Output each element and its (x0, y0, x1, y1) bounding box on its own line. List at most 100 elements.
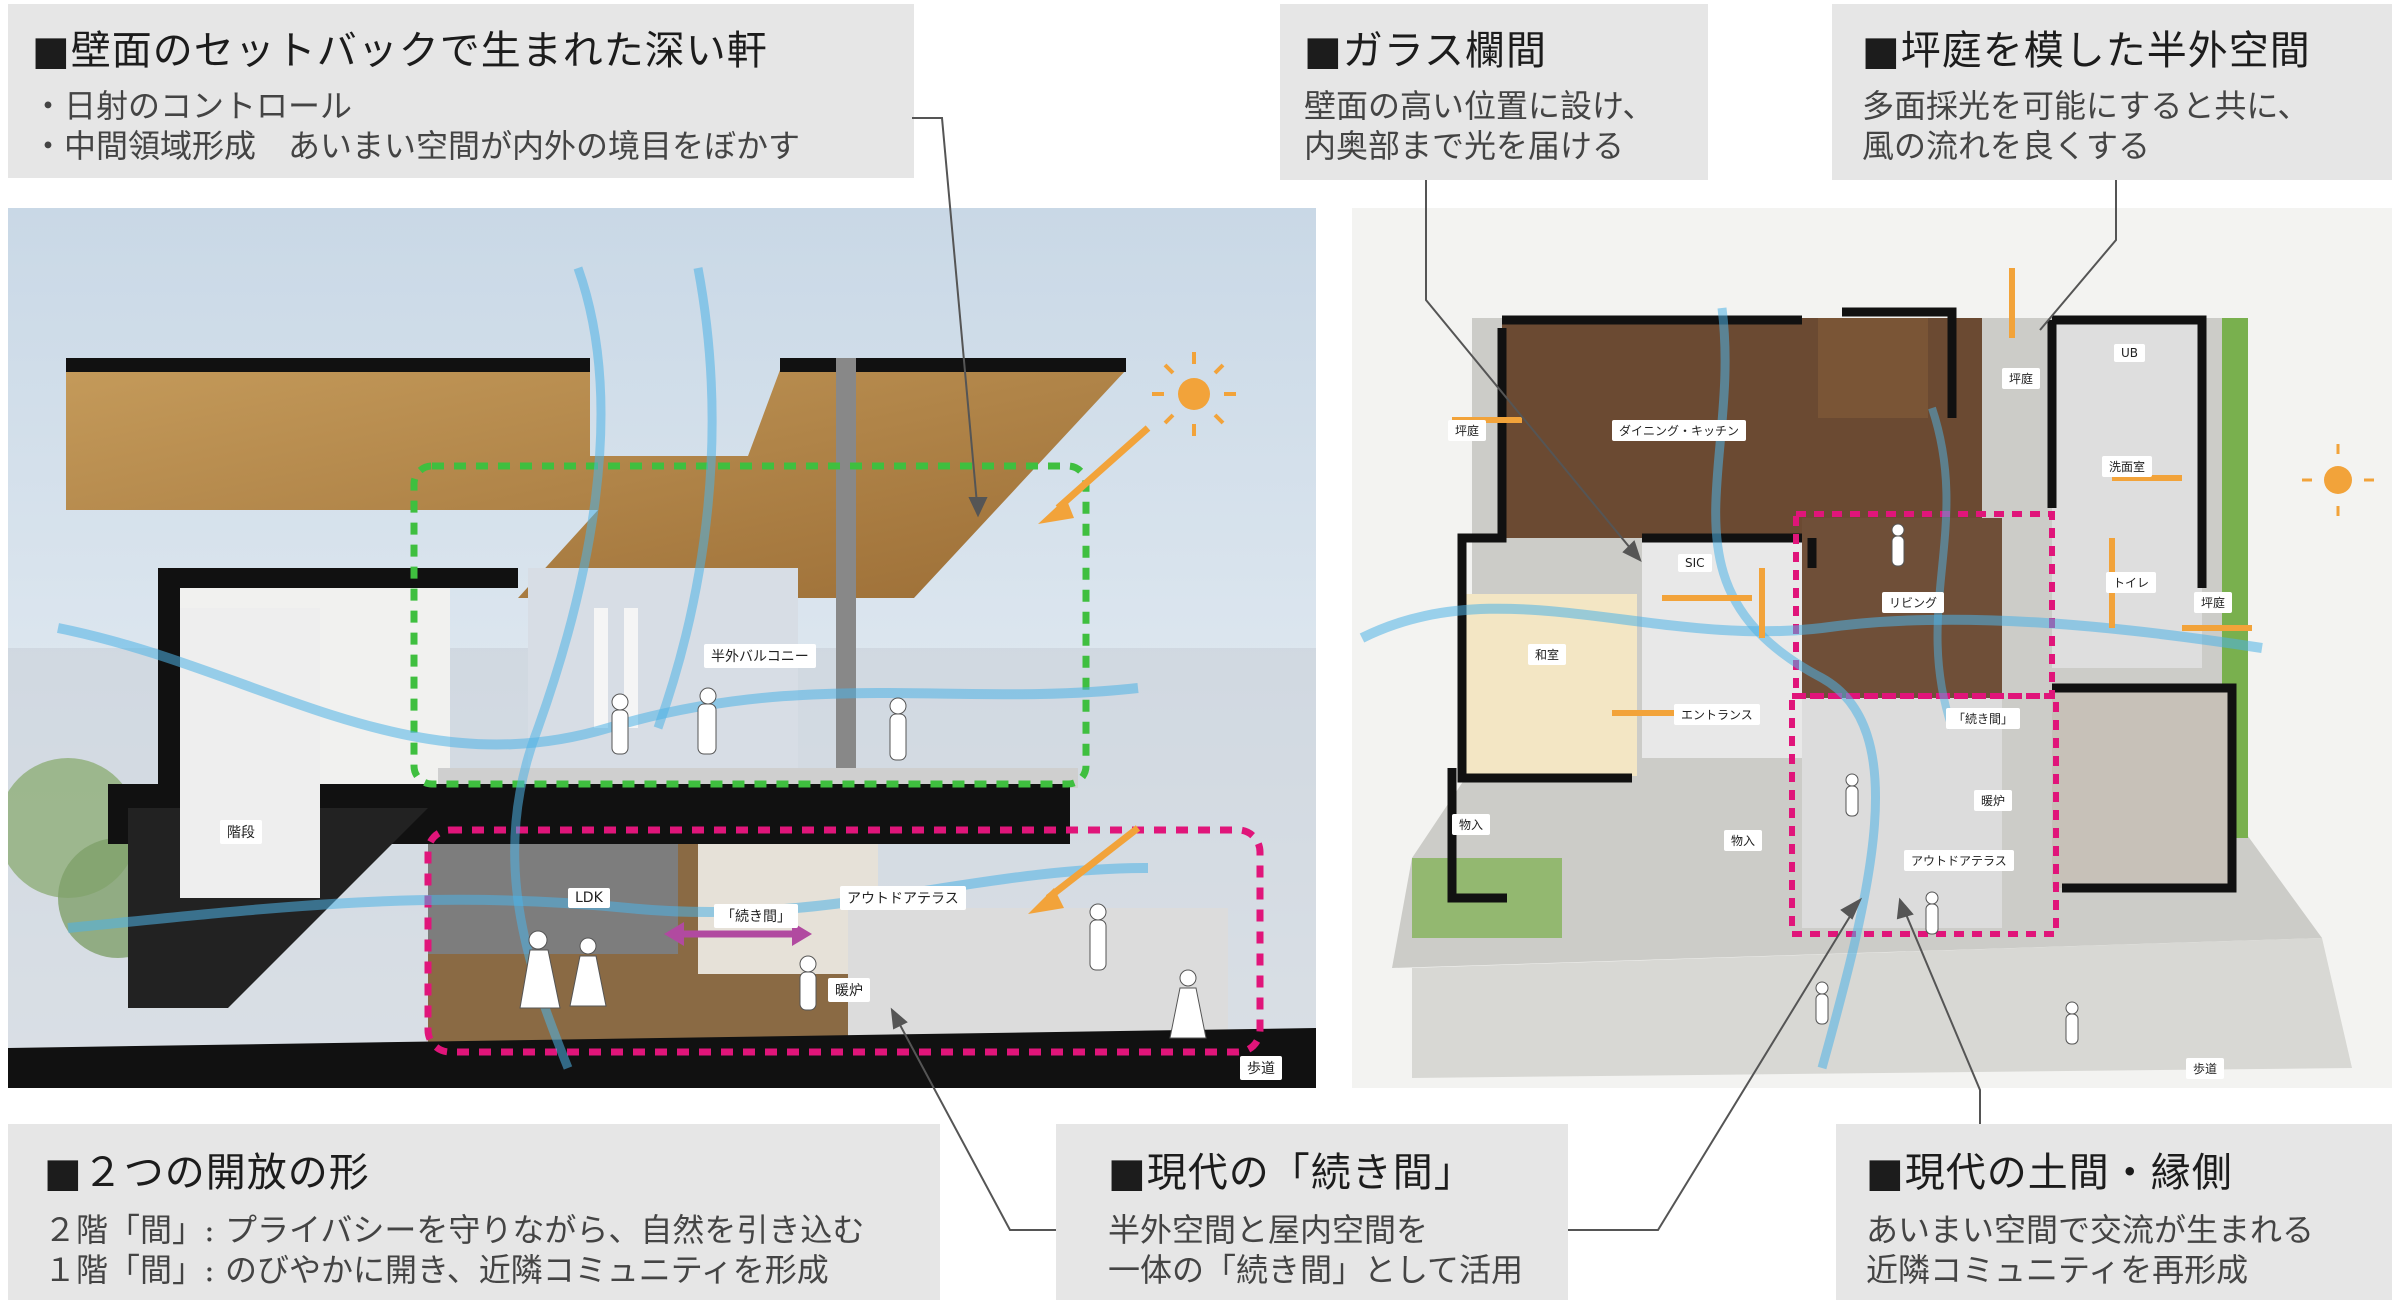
callout-line: 壁面の高い位置に設け、 (1304, 87, 1655, 125)
roof-edge (66, 358, 590, 372)
sun-arrow (1045, 825, 1141, 901)
sun-icon (1178, 378, 1210, 410)
callout-title: ■現代の土間・縁側 (1866, 1150, 2233, 1196)
callout-line: 風の流れを良くする (1862, 127, 2151, 165)
section-drawing (8, 208, 1316, 1088)
section-perspective: 階段 半外バルコニー LDK 「続き間」 アウトドアテラス 暖炉 歩道 (8, 208, 1316, 1088)
wind-stream (1928, 406, 1956, 730)
leader-line (2039, 180, 2117, 331)
callout-line: １階「間」: のびやかに開き、近隣コミュニティを形成 (44, 1251, 829, 1289)
leader-line (912, 117, 979, 516)
leader-arrowhead-icon (1840, 897, 1863, 920)
label-storage: 物入 (1724, 830, 1763, 851)
label-dining-kitchen: ダイニング・キッチン (1612, 420, 1747, 441)
chimney (836, 358, 856, 823)
label-tsuzukima: 「続き間」 (714, 904, 798, 928)
label-tsuboniwa: 坪庭 (2002, 368, 2041, 389)
callout-line: 半外空間と屋内空間を (1108, 1211, 1429, 1249)
leader-arrowhead-icon (1896, 897, 1914, 920)
callout-two-openness: ■２つの開放の形 ２階「間」: プライバシーを守りながら、自然を引き込む １階「… (8, 1124, 940, 1300)
callout-tsubo-garden: ■坪庭を模した半外空間 多面採光を可能にすると共に、 風の流れを良くする (1832, 4, 2392, 180)
room-floor (2052, 688, 2232, 888)
callout-line: ・中間領域形成 あいまい空間が内外の境目をぼかす (32, 127, 801, 165)
label-tsuboniwa: 坪庭 (2194, 592, 2233, 613)
label-toilet: トイレ (2106, 572, 2157, 593)
leader-arrowhead-icon (1622, 540, 1642, 562)
wind-stream (1359, 603, 2263, 653)
callout-line: 近隣コミュニティを再形成 (1866, 1251, 2249, 1289)
arrowhead-left-icon (664, 922, 684, 946)
terrace-floor (1802, 698, 2002, 928)
upper-wall-top (158, 568, 518, 588)
label-stairs: 階段 (220, 820, 262, 844)
callout-line: 多面採光を可能にすると共に、 (1862, 87, 2310, 125)
wind-stream (653, 267, 717, 730)
callout-glass-transom: ■ガラス欄間 壁面の高い位置に設け、 内奥部まで光を届ける (1280, 4, 1708, 180)
wind-stream (57, 623, 1139, 750)
label-ldk: LDK (568, 888, 610, 908)
plan-magenta-frames (1789, 511, 2059, 937)
glass-slit (594, 608, 608, 728)
label-entrance: エントランス (1674, 704, 1760, 725)
walls (1447, 307, 2237, 903)
label-sidewalk: 歩道 (2186, 1058, 2225, 1079)
leader-arrowhead-icon (968, 497, 988, 518)
callout-title: ■ガラス欄間 (1304, 28, 1547, 74)
label-fireplace: 暖炉 (1974, 790, 2013, 811)
sun-arrow (1055, 425, 1151, 511)
sun-arrowhead-icon (1028, 888, 1064, 914)
stair-wall (180, 608, 320, 898)
label-outdoor-terrace: アウトドアテラス (1904, 850, 2014, 871)
leader-line (1899, 899, 1981, 1124)
terrace-floor (848, 908, 1228, 1048)
callout-tsuzukima: ■現代の「続き間」 半外空間と屋内空間を 一体の「続き間」として活用 (1056, 1124, 1568, 1300)
callout-line: 一体の「続き間」として活用 (1108, 1251, 1524, 1289)
leader-arrowhead-icon (890, 1007, 908, 1030)
callout-title: ■坪庭を模した半外空間 (1862, 28, 2311, 74)
label-tsuzukima: 「続き間」 (1946, 708, 2021, 729)
callout-doma: ■現代の土間・縁側 あいまい空間で交流が生まれる 近隣コミュニティを再形成 (1836, 1124, 2392, 1300)
roof-edge (780, 358, 1126, 372)
label-fireplace: 暖炉 (828, 978, 870, 1002)
label-sic: SIC (1678, 554, 1712, 572)
callout-title: ■壁面のセットバックで生まれた深い軒 (32, 28, 768, 74)
sun-arrowhead-icon (1038, 498, 1074, 524)
plan-drawing (1352, 208, 2392, 1088)
ground-line (8, 1028, 1316, 1088)
sun-rays-icon (2302, 444, 2374, 516)
sidewalk-ground (1412, 938, 2352, 1078)
leader-line (1568, 899, 1861, 1231)
wind-stream (67, 863, 1149, 933)
label-ub: UB (2114, 344, 2146, 362)
leader-line (891, 1009, 1056, 1231)
callout-line: あいまい空間で交流が生まれる (1866, 1211, 2315, 1249)
service-area-floor (2052, 318, 2202, 668)
sun-icon (2324, 466, 2352, 494)
upper-ma-frame (410, 462, 1090, 788)
label-washroom: 洗面室 (2102, 456, 2153, 477)
wind-stream (1711, 307, 1880, 1070)
label-washitsu: 和室 (1528, 644, 1567, 665)
label-storage: 物入 (1452, 814, 1491, 835)
label-sidewalk: 歩道 (1240, 1056, 1282, 1080)
leader-line (1425, 180, 1641, 561)
label-tsuboniwa: 坪庭 (1448, 420, 1487, 441)
floor-plan-axonometric: 坪庭 坪庭 坪庭 UB ダイニング・キッチン 洗面室 SIC リビング トイレ … (1352, 208, 2392, 1088)
callout-title: ■２つの開放の形 (44, 1150, 370, 1196)
people-silhouettes (519, 687, 1207, 1039)
washitsu-floor (1462, 594, 1637, 776)
callout-line: 内奥部まで光を届ける (1304, 127, 1625, 165)
label-balcony: 半外バルコニー (704, 644, 816, 668)
callout-title: ■現代の「続き間」 (1108, 1150, 1475, 1196)
stair-floor (1818, 318, 1928, 418)
plan-people-silhouettes (1815, 523, 2079, 1045)
arrowhead-right-icon (792, 922, 812, 946)
callout-line: ２階「間」: プライバシーを守りながら、自然を引き込む (44, 1211, 865, 1249)
sun-rays-icon (1152, 352, 1236, 436)
label-outdoor-terrace: アウトドアテラス (840, 886, 966, 910)
callout-line: ・日射のコントロール (32, 87, 353, 125)
label-living: リビング (1882, 592, 1945, 613)
lower-ma-frame (424, 826, 1264, 1056)
callout-deep-eaves: ■壁面のセットバックで生まれた深い軒 ・日射のコントロール ・中間領域形成 あい… (8, 4, 914, 178)
